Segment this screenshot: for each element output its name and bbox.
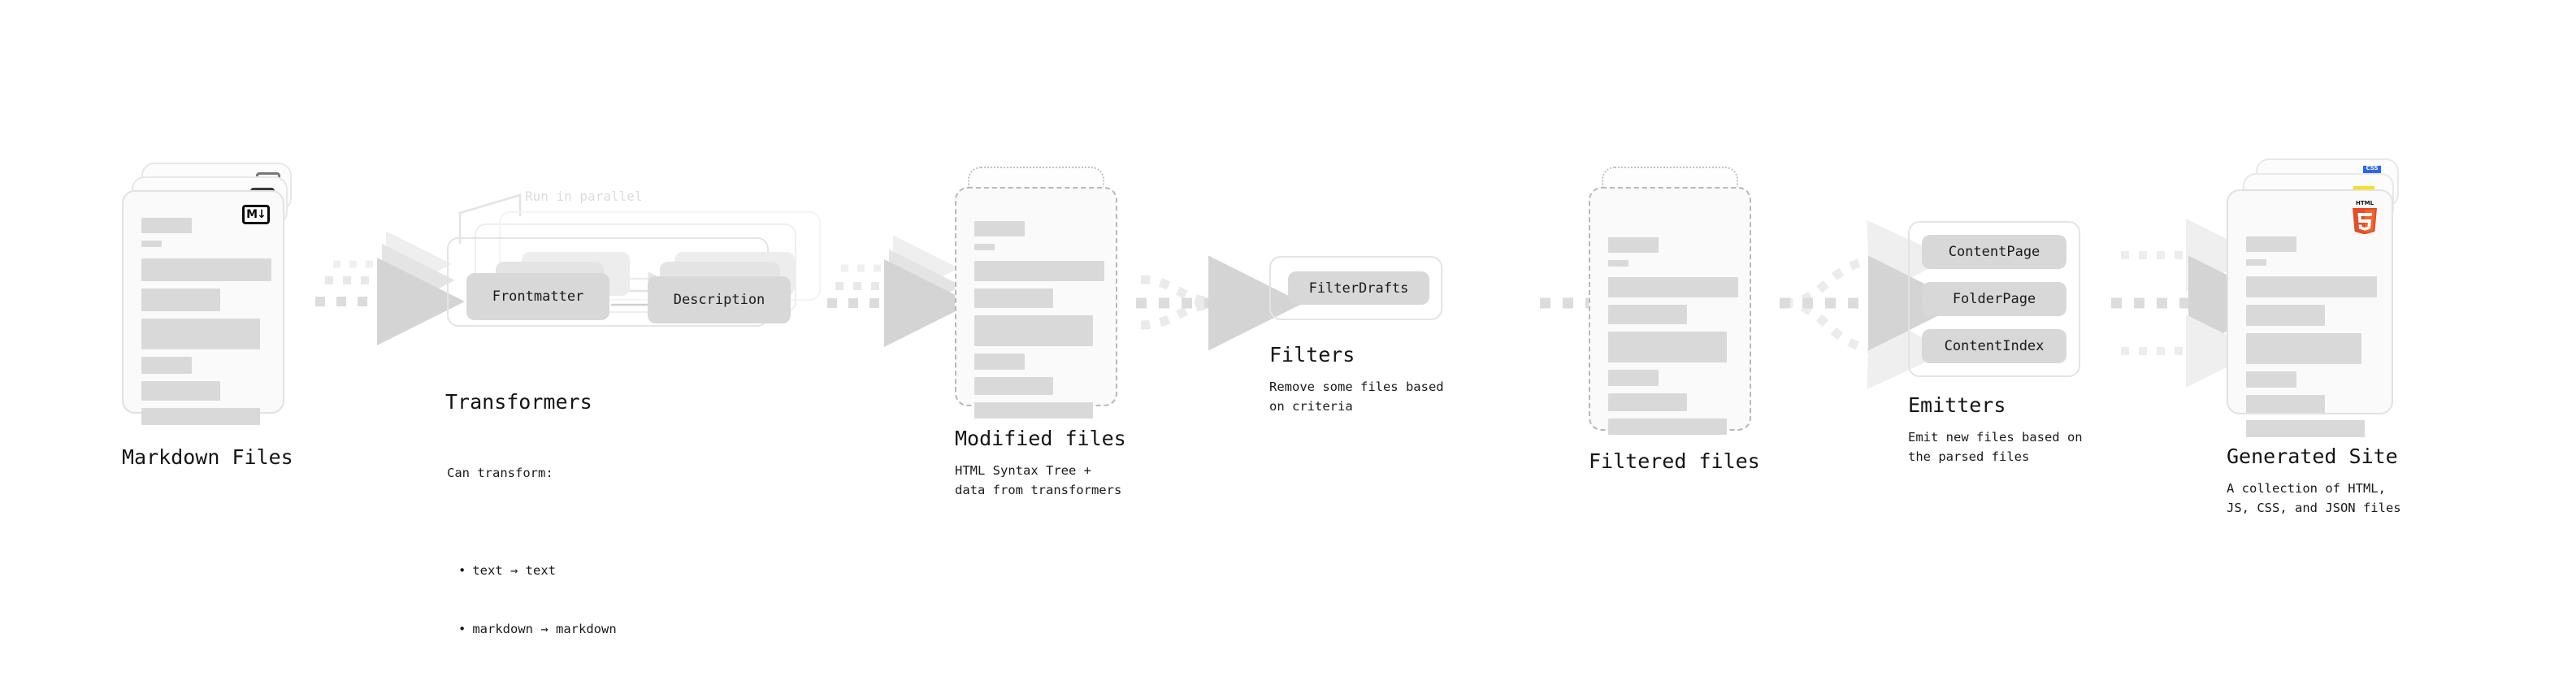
run-in-parallel-label: Run in parallel <box>525 189 643 204</box>
doc-line <box>974 402 1093 419</box>
doc-line <box>2246 333 2361 364</box>
transformers-group-stack: x x x x Frontmatter Description <box>447 187 837 349</box>
markdown-icon: M↓ <box>242 205 270 224</box>
doc-line <box>1608 260 1628 267</box>
doc-line <box>974 244 995 250</box>
arrow-markdown-to-transformers <box>315 231 465 345</box>
doc-line <box>2246 420 2365 437</box>
emitters-box[interactable] <box>1908 221 2080 377</box>
transformers-capability-item: markdown → markdown <box>458 619 616 639</box>
transformers-capability-item: text → text <box>458 561 617 580</box>
doc-line <box>974 377 1053 395</box>
markdown-card-front[interactable]: M↓ <box>122 190 284 425</box>
emitters-group: ContentPage FolderPage ContentIndex <box>1908 221 2103 384</box>
arrow-filtered-to-emitters <box>1780 219 1963 390</box>
stage-title-emitters: Emitters <box>1908 393 2006 417</box>
emitter-pill-contentindex[interactable]: ContentIndex <box>1922 329 2066 363</box>
stage-title-modified-files: Modified files <box>955 427 1126 450</box>
doc-line <box>141 381 220 401</box>
doc-line <box>974 288 1053 308</box>
stage-title-markdown-files: Markdown Files <box>122 445 293 469</box>
transformer-pill-description[interactable]: Description <box>648 276 791 323</box>
doc-line <box>1608 237 1659 253</box>
doc-line <box>141 319 260 349</box>
emitter-pill-folderpage[interactable]: FolderPage <box>1922 282 2066 316</box>
doc-line <box>2246 236 2296 252</box>
doc-line <box>1608 370 1659 386</box>
generated-site-stack: CSS HTML <box>2227 158 2422 437</box>
svg-text:HTML: HTML <box>2356 200 2374 206</box>
stage-generated-site: CSS HTML <box>2227 158 2422 515</box>
modified-card-front[interactable] <box>955 187 1117 419</box>
filters-group: FilterDrafts <box>1269 256 1456 354</box>
doc-line <box>1608 393 1687 411</box>
document-placeholder-lines <box>974 221 1104 426</box>
stage-title-transformers: Transformers <box>445 390 592 414</box>
filter-pill-filterdrafts[interactable]: FilterDrafts <box>1288 271 1429 305</box>
stage-title-generated-site: Generated Site <box>2227 445 2398 468</box>
transformers-box-mid <box>475 223 796 313</box>
doc-line <box>2246 305 2325 326</box>
modified-files-description: HTML Syntax Tree + data from transformer… <box>955 463 1122 498</box>
transformers-description: Can transform: text → text markdown → ma… <box>447 424 617 681</box>
html5-icon: HTML <box>2349 198 2380 235</box>
generated-card-html[interactable]: HTML <box>2227 189 2393 437</box>
arrow-emitters-to-site <box>2111 219 2283 388</box>
doc-line <box>141 357 192 374</box>
emitter-pill-contentpage[interactable]: ContentPage <box>1922 235 2066 269</box>
stage-filters: FilterDrafts Filters Remove some files b… <box>1269 256 1456 414</box>
generated-site-description: A collection of HTML, JS, CSS, and JSON … <box>2227 481 2401 516</box>
stage-emitters: ContentPage FolderPage ContentIndex Emit… <box>1908 221 2103 464</box>
arrow-transformers-to-modified <box>827 235 972 347</box>
document-placeholder-lines <box>1608 237 1738 442</box>
stage-modified-files: Modified files HTML Syntax Tree + data f… <box>955 167 1142 497</box>
arrow-modified-to-filters <box>1136 255 1303 351</box>
emitters-description: Emit new files based on the parsed files <box>1908 430 2083 465</box>
transformers-description-lead: Can transform: <box>447 466 553 481</box>
filtered-file-stack <box>1589 167 1776 435</box>
doc-line <box>2246 371 2296 388</box>
doc-line <box>974 221 1025 236</box>
doc-line <box>974 315 1093 346</box>
doc-line <box>1608 419 1727 435</box>
doc-line <box>141 258 271 281</box>
html5-shield: HTML <box>2353 200 2377 235</box>
doc-line <box>141 288 220 311</box>
doc-line <box>974 261 1104 281</box>
modified-file-stack <box>955 167 1142 435</box>
stage-title-filters: Filters <box>1269 343 1355 367</box>
transformer-pill-frontmatter[interactable]: Frontmatter <box>466 273 609 320</box>
markdown-file-stack: M↓ M↓ M↓ <box>122 163 309 431</box>
filters-description: Remove some files based on criteria <box>1269 380 1444 414</box>
stage-title-filtered-files: Filtered files <box>1589 449 1760 473</box>
stage-markdown-files: M↓ M↓ M↓ Markdown Files <box>122 163 309 469</box>
doc-line <box>141 241 162 247</box>
doc-line <box>1608 277 1738 297</box>
doc-line <box>1608 305 1687 324</box>
document-placeholder-lines <box>141 218 271 432</box>
doc-line <box>974 354 1025 370</box>
doc-line <box>141 218 192 233</box>
doc-line <box>141 408 260 425</box>
transformers-capability-item: html → html <box>458 678 617 681</box>
filtered-card-front[interactable] <box>1589 187 1751 435</box>
doc-line <box>2246 276 2377 297</box>
document-placeholder-lines <box>2246 236 2377 445</box>
doc-line <box>1608 332 1727 362</box>
stage-filtered-files: Filtered files <box>1589 167 1776 473</box>
doc-line <box>2246 395 2325 413</box>
filters-box[interactable] <box>1269 256 1442 320</box>
doc-line <box>2246 259 2266 266</box>
transformers-capability-list: text → text markdown → markdown html → h… <box>447 522 617 681</box>
stage-transformers: x x x x Frontmatter Description Run in p… <box>445 187 837 681</box>
